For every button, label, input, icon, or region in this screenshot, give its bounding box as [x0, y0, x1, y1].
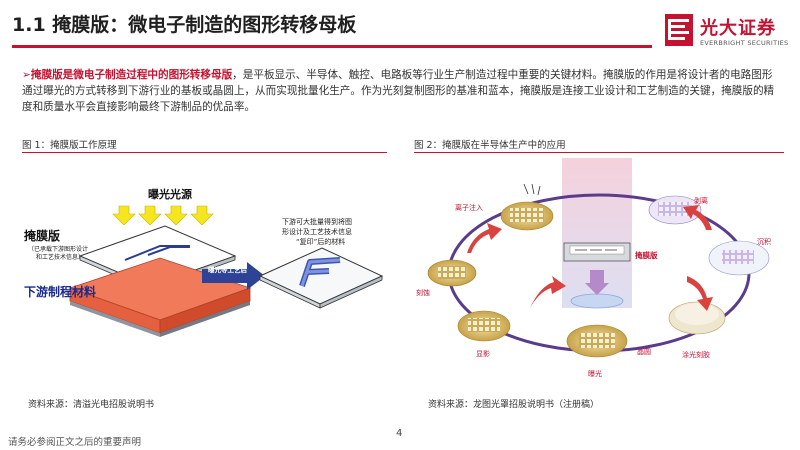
wafer-etch [427, 259, 477, 287]
wafer-coat [668, 301, 726, 335]
intro-highlight: 掩膜版是微电子制造过程中的图形转移母版 [30, 69, 233, 81]
intro-paragraph: ➢掩膜版是微电子制造过程中的图形转移母版，是平板显示、半导体、触控、电路板等行业… [22, 67, 782, 115]
figure1-source: 资料来源：清溢光电招股说明书 [28, 400, 155, 410]
figure2-source: 资料来源：龙图光罩招股说明书（注册稿） [428, 400, 600, 410]
figure2-diagram: 掩膜版 离子注入 剥离 沉积 刻蚀 显影 晶圆 曝光 涂光刻胶 [416, 158, 771, 378]
figure1-title-rule [22, 152, 387, 153]
logo-name-en: EVERBRIGHT SECURITIES [700, 39, 789, 47]
figure2-title-rule [414, 152, 784, 153]
page-number: 4 [396, 428, 403, 439]
label-etch: 刻蚀 [416, 288, 430, 297]
center-mask [563, 242, 631, 262]
substrate-label: 下游制程材料 [24, 284, 96, 299]
label-strip: 剥离 [694, 196, 708, 205]
wafer-ion-implant [500, 183, 554, 231]
wafer-develop [457, 310, 511, 342]
intro-text: ，是平板显示、半导体、触控、电路板等行业生产制造过程中重要的关键材料。掩膜版的作… [22, 69, 775, 113]
mask-label: 掩膜版 [24, 228, 60, 243]
wafer-strip [648, 195, 702, 225]
title-underline [12, 45, 652, 48]
mask-note-2: 和工艺技术信息） [36, 253, 84, 261]
wafer-expose [566, 324, 628, 358]
logo-name-cn: 光大证券 [700, 18, 776, 39]
footer-disclaimer: 请务必参阅正文之后的重要声明 [8, 437, 142, 448]
process-arrow-icon [202, 262, 265, 290]
label-expose: 曝光 [588, 369, 602, 378]
label-ion-implant: 离子注入 [455, 203, 483, 212]
cycle-arrows-icon [467, 205, 713, 311]
exposure-down-arrow-icon [585, 270, 609, 295]
everbright-logo-icon [665, 14, 693, 46]
figure1-title: 图 1：掩膜版工作原理 [22, 140, 117, 151]
process-arrow-label: 曝光等工艺后 [208, 265, 248, 274]
mask-note-1: （已承载下游图形设计 [28, 245, 88, 253]
label-mask: 掩膜版 [635, 250, 658, 260]
label-wafer: 晶圆 [637, 348, 651, 356]
page-title: 1.1 掩膜版：微电子制造的图形转移母板 [12, 14, 357, 36]
label-develop: 显影 [476, 349, 490, 358]
lens [570, 293, 624, 309]
label-coat: 涂光刻胶 [682, 350, 710, 359]
company-logo: 光大证券 EVERBRIGHT SECURITIES [665, 12, 790, 52]
exposure-arrows-icon [112, 205, 214, 226]
wafer-deposit [708, 240, 770, 276]
result-text-2: 形设计及工艺技术信息 [282, 227, 352, 236]
label-deposit: 沉积 [757, 237, 771, 246]
figure1-diagram: 曝光光源 掩膜版 （已承载下游图形设计 和工艺技术信息） 下游制程材料 曝光等工… [24, 187, 384, 337]
light-source-label: 曝光光源 [148, 187, 192, 201]
result-plate [258, 247, 384, 309]
intro-bullet: ➢ [22, 69, 31, 81]
result-text-1: 下游可大批量得到将图 [282, 217, 352, 226]
figure2-title: 图 2：掩膜版在半导体生产中的应用 [414, 140, 566, 151]
result-text-3: “复印”后的材料 [296, 237, 345, 246]
